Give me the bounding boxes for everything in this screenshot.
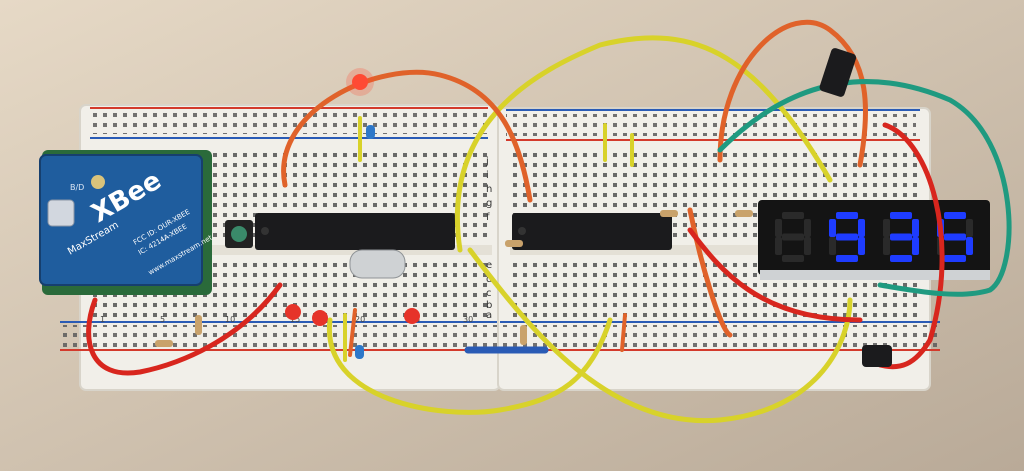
segment-1-d bbox=[782, 255, 804, 262]
segment-4-c bbox=[966, 237, 973, 255]
row-letter-h: h bbox=[486, 184, 492, 195]
col-label-20: 20 bbox=[355, 315, 365, 324]
resistor-icon bbox=[660, 210, 678, 217]
segment-2-e bbox=[829, 237, 836, 255]
segment-4-b bbox=[966, 219, 973, 237]
segment-2-g bbox=[836, 233, 858, 241]
resistor-icon bbox=[505, 240, 523, 247]
jumper-orange bbox=[348, 308, 357, 357]
segment-1-g bbox=[782, 233, 804, 241]
wire-red bbox=[86, 282, 283, 376]
led-icon bbox=[312, 310, 328, 326]
power-connector bbox=[862, 345, 892, 367]
resistor-icon bbox=[520, 325, 527, 345]
segment-3-g bbox=[890, 233, 912, 241]
row-letter-c: c bbox=[486, 288, 492, 299]
capacitor-icon bbox=[366, 125, 375, 139]
segment-3-a bbox=[890, 212, 912, 219]
segment-2-c bbox=[858, 237, 865, 255]
row-letter-g: g bbox=[486, 198, 492, 209]
wire-yellow bbox=[467, 247, 853, 424]
segment-1-c bbox=[804, 237, 811, 255]
segment-4-d bbox=[944, 255, 966, 262]
segment-2-f bbox=[829, 219, 836, 237]
chip-icon bbox=[512, 213, 672, 250]
segment-1-a bbox=[782, 212, 804, 219]
segment-1-e bbox=[775, 237, 782, 255]
led-icon bbox=[285, 304, 301, 320]
segment-3-e bbox=[883, 237, 890, 255]
segment-4-a bbox=[944, 212, 966, 219]
col-label-5: 5 bbox=[160, 315, 165, 324]
wire-red bbox=[687, 227, 863, 323]
row-letter-e: e bbox=[486, 260, 492, 271]
wire-orange bbox=[687, 207, 733, 338]
segment-2-b bbox=[858, 219, 865, 237]
wire-yellow bbox=[327, 317, 613, 415]
wire-red bbox=[877, 122, 945, 370]
wire-orange bbox=[281, 69, 533, 203]
crystal-icon bbox=[349, 249, 406, 279]
segment-3-d bbox=[890, 255, 912, 262]
col-label-30: 30 bbox=[463, 315, 473, 324]
row-letter-a: a bbox=[486, 310, 492, 321]
resistor-icon bbox=[195, 315, 202, 335]
resistor-icon bbox=[735, 210, 753, 217]
chip-icon bbox=[255, 213, 455, 250]
segment-4-g bbox=[944, 233, 966, 241]
push-button bbox=[225, 220, 253, 248]
col-label-1: 1 bbox=[100, 315, 105, 324]
row-letter-j: j bbox=[485, 156, 489, 167]
col-label-10: 10 bbox=[225, 315, 235, 324]
xbee-module: B/D XBee MaxStream FCC ID: OUR-XBEE IC: … bbox=[39, 150, 214, 295]
segment-3-f bbox=[883, 219, 890, 237]
segment-3-c bbox=[912, 237, 919, 255]
row-letter-d: d bbox=[486, 274, 492, 285]
wire-yellow bbox=[455, 35, 833, 253]
resistor-icon bbox=[155, 340, 173, 347]
row-letter-b: b bbox=[486, 300, 492, 311]
row-letter-i: i bbox=[486, 170, 489, 181]
capacitor-icon bbox=[819, 48, 857, 97]
capacitor-icon bbox=[355, 345, 364, 359]
segment-1-f bbox=[775, 219, 782, 237]
led-icon bbox=[346, 68, 374, 96]
segment-3-b bbox=[912, 219, 919, 237]
jumper-orange bbox=[620, 313, 627, 352]
xbee-tag: B/D bbox=[70, 183, 84, 192]
wire-orange bbox=[717, 19, 869, 168]
led-icon bbox=[404, 308, 420, 324]
segment-1-b bbox=[804, 219, 811, 237]
row-letter-f: f bbox=[486, 212, 490, 223]
segment-2-d bbox=[836, 255, 858, 262]
segment-2-a bbox=[836, 212, 858, 219]
